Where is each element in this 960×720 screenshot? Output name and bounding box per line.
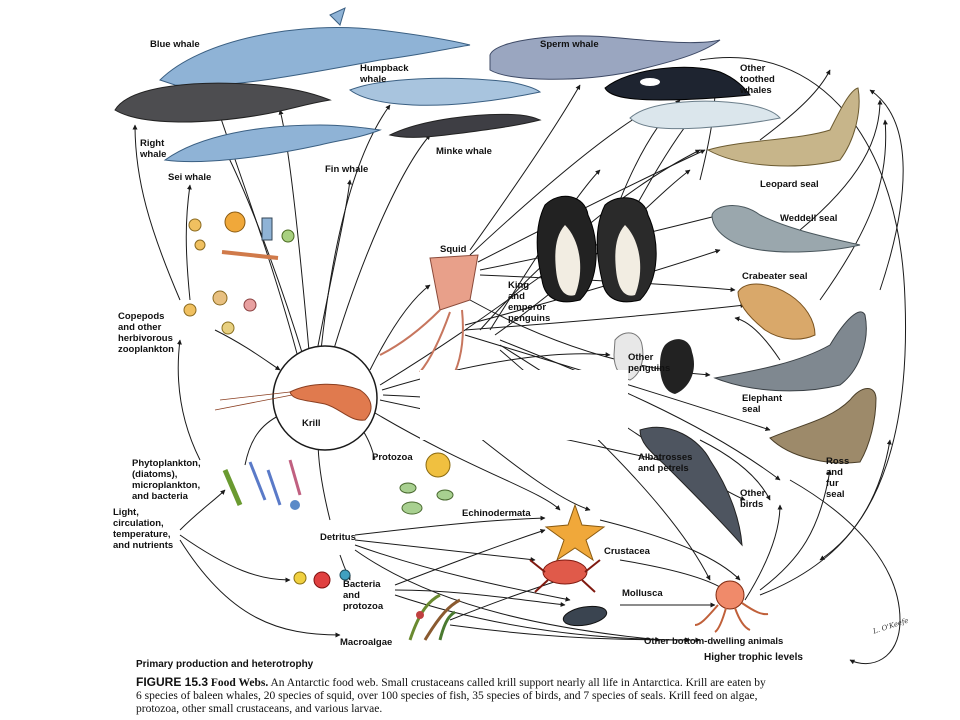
beluga-icon (629, 100, 781, 130)
octopus-icon (694, 580, 769, 633)
label-phytoplankton: Phytoplankton, (diatoms), microplankton,… (132, 458, 201, 502)
other-penguins-icon (613, 332, 695, 394)
label-macroalgae: Macroalgae (340, 637, 393, 648)
krill-icon (214, 383, 372, 421)
albatross-icon (639, 426, 743, 547)
label-fin-whale: Fin whale (325, 164, 369, 175)
label-crustacea: Crustacea (604, 546, 650, 557)
phytoplankton-icon (222, 459, 302, 510)
emperor-penguin-icon (536, 195, 657, 303)
label-detritus: Detritus (320, 532, 356, 543)
label-weddell-seal: Weddell seal (780, 213, 838, 224)
label-elephant-seal: Elephant seal (742, 393, 783, 415)
sei-whale-icon (163, 124, 382, 163)
crabeater-seal-icon (737, 283, 816, 340)
figure-caption: FIGURE 15.3 Food Webs. An Antarctic food… (136, 676, 936, 716)
weddell-seal-icon (711, 205, 861, 253)
label-ross-fur-seal: Ross and fur seal (826, 456, 850, 500)
label-mollusca: Mollusca (622, 588, 663, 599)
label-minke-whale: Minke whale (436, 146, 492, 157)
copepods-icon (183, 211, 295, 335)
caption-line-1: An Antarctic food web. Small crustaceans… (270, 677, 766, 689)
label-protozoa: Protozoa (372, 452, 413, 463)
protozoa-icon (399, 452, 454, 515)
label-humpback-whale: Humpback whale (360, 63, 409, 85)
blank-region (420, 370, 628, 440)
label-light: Light, circulation, temperature, and nut… (113, 507, 174, 551)
label-blue-whale: Blue whale (150, 39, 200, 50)
label-primary-production: Primary production and heterotrophy (136, 659, 314, 670)
label-right-whale: Right whale (140, 138, 167, 160)
label-other-toothed-whales: Other toothed whales (740, 63, 775, 96)
bacteria-icon (293, 569, 351, 589)
label-other-penguins: Other penguins (628, 352, 671, 374)
label-crabeater-seal: Crabeater seal (742, 271, 808, 282)
figure-title: Food Webs. (210, 677, 269, 689)
elephant-seal-icon (713, 311, 867, 392)
squid-icon (379, 254, 479, 373)
right-whale-icon (114, 82, 332, 123)
fur-seal-icon (769, 388, 877, 464)
caption-line-3: protozoa, other small crustaceans, and v… (136, 703, 383, 715)
blue-whale-icon (159, 7, 471, 87)
label-bacteria-protozoa: Bacteria and protozoa (343, 579, 384, 612)
orca-icon (604, 66, 751, 101)
minke-whale-icon (388, 113, 542, 138)
leopard-seal-icon (706, 87, 860, 167)
sperm-whale-icon (489, 35, 721, 80)
humpback-whale-icon (348, 77, 542, 106)
crab-icon (529, 559, 601, 593)
macroalgae-icon (408, 593, 461, 641)
label-albatrosses: Albatrosses and petrels (638, 452, 693, 474)
label-krill: Krill (302, 418, 321, 429)
figure-number: FIGURE 15.3 (136, 675, 209, 689)
label-sei-whale: Sei whale (168, 172, 212, 183)
label-squid: Squid (440, 244, 467, 255)
caption-line-2: 6 species of baleen whales, 20 species o… (136, 690, 758, 702)
label-copepods: Copepods and other herbivorous zooplankt… (118, 311, 174, 355)
label-king-emperor-penguins: King and emperor penguins (508, 280, 551, 324)
label-other-birds: Other birds (740, 488, 766, 510)
starfish-icon (544, 503, 606, 562)
label-other-bottom-dwelling: Other bottom-dwelling animals (644, 636, 784, 647)
label-sperm-whale: Sperm whale (540, 39, 599, 50)
mussel-icon (562, 605, 608, 627)
label-leopard-seal: Leopard seal (760, 179, 819, 190)
label-higher-trophic: Higher trophic levels (704, 652, 803, 663)
label-echinodermata: Echinodermata (462, 508, 531, 519)
